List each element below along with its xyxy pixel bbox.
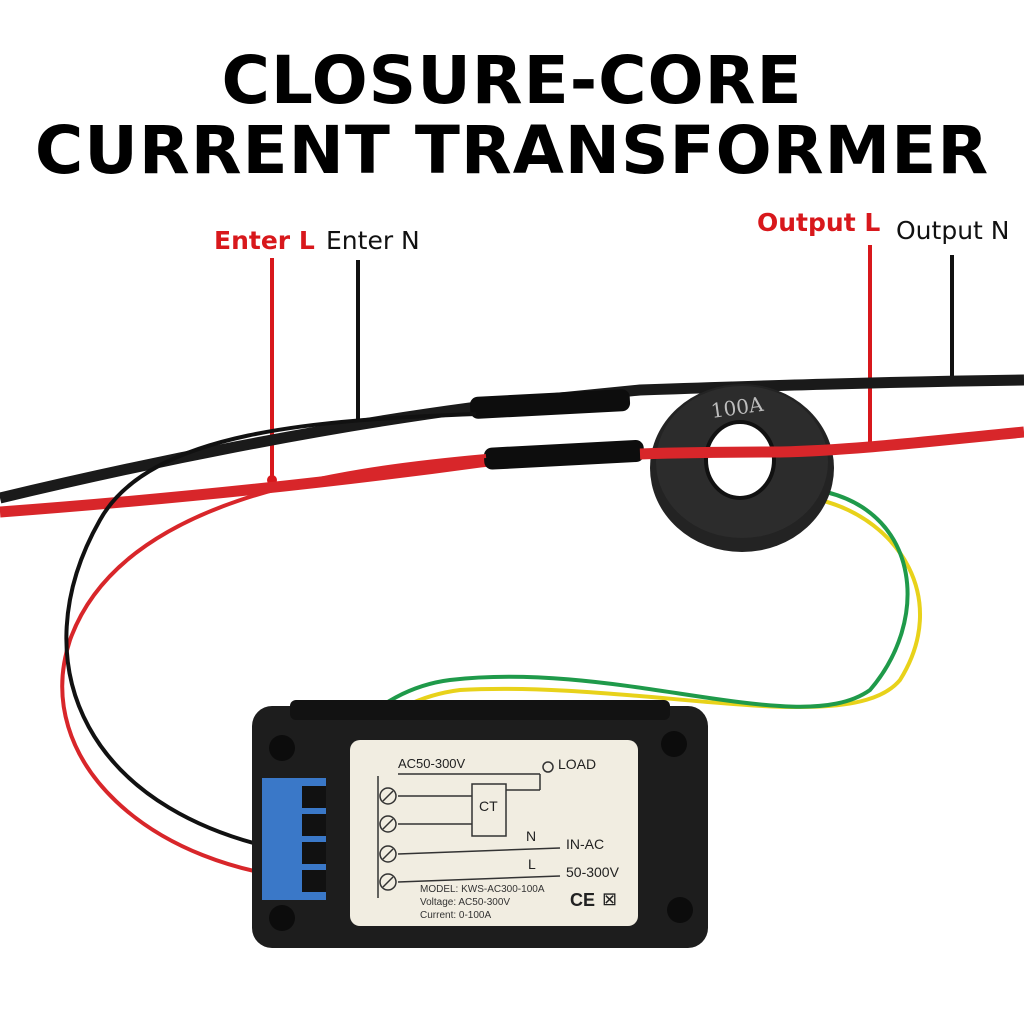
neutral-splice-sleeve — [469, 389, 631, 419]
module-lead-black — [64, 412, 477, 857]
module-voltage: Voltage: AC50-300V — [420, 897, 511, 908]
module-n: N — [526, 828, 537, 844]
label-output-n: Output N — [896, 216, 1010, 245]
ct-rating-text: 100A — [709, 392, 765, 423]
module-ct: CT — [479, 798, 498, 814]
ct-ring — [650, 384, 834, 552]
live-wire-in — [0, 452, 521, 518]
module-l: L — [528, 856, 536, 872]
module-supply: AC50-300V — [398, 756, 466, 771]
live-splice-sleeve — [483, 440, 645, 470]
module-range: 50-300V — [566, 864, 619, 880]
ct-lead-green — [310, 490, 910, 801]
module-load: LOAD — [558, 756, 597, 772]
label-output-l: Output L — [757, 208, 881, 237]
neutral-wire-in — [0, 392, 561, 504]
title-line-2: CURRENT TRANSFORMER — [34, 112, 990, 189]
label-enter-n: Enter N — [326, 226, 420, 255]
module-model: MODEL: KWS-AC300-100A — [420, 884, 545, 895]
neutral-wire-out — [559, 374, 1024, 404]
ce-mark: CE — [570, 890, 596, 910]
leader-enter-l-dot — [267, 475, 277, 485]
title-line-1: CLOSURE-CORE — [221, 42, 803, 119]
module-in-ac: IN-AC — [566, 836, 605, 852]
weee-icon: ⊠ — [602, 889, 618, 909]
module-lead-red — [60, 454, 487, 882]
module-current: Current: 0-100A — [420, 910, 492, 921]
label-enter-l: Enter L — [214, 226, 315, 255]
live-wire-out — [639, 426, 1024, 460]
